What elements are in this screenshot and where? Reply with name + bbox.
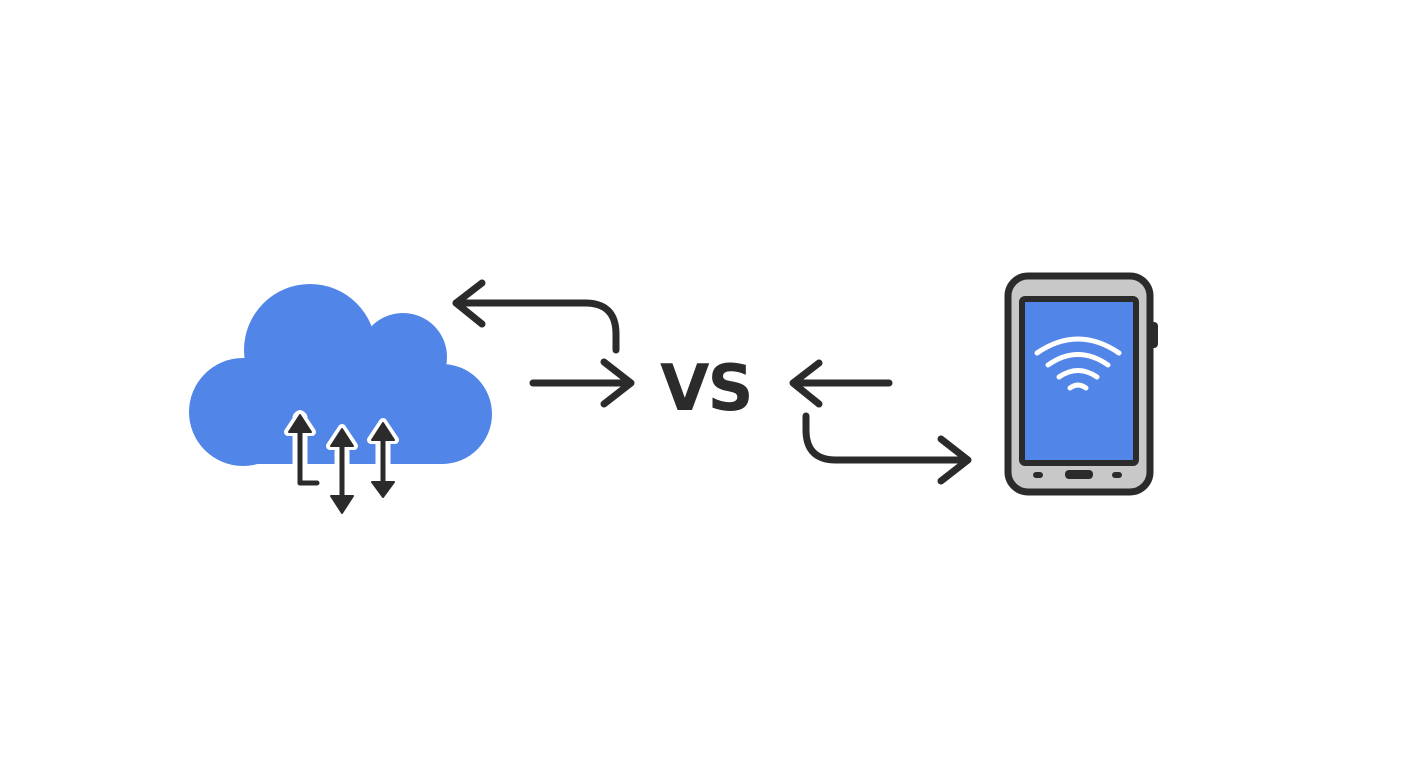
wifi-icon (1034, 336, 1122, 391)
left-connector-arrows (452, 279, 635, 408)
phone-screen (1019, 296, 1139, 466)
arrow-head-right-icon (937, 435, 972, 485)
arrow-head-left-icon (452, 279, 486, 328)
vs-label: VS (660, 352, 752, 426)
arrow-head-left-icon (789, 359, 823, 408)
cloud-icon (189, 284, 492, 518)
transfer-arrows-icon (284, 410, 399, 518)
right-connector-arrows (789, 359, 972, 485)
smartphone-icon (1004, 272, 1158, 496)
phone-buttons (1033, 470, 1122, 479)
arrow-to-phone (802, 412, 970, 464)
arrow-head-right-icon (600, 358, 635, 408)
arrow-to-cloud (452, 299, 620, 354)
